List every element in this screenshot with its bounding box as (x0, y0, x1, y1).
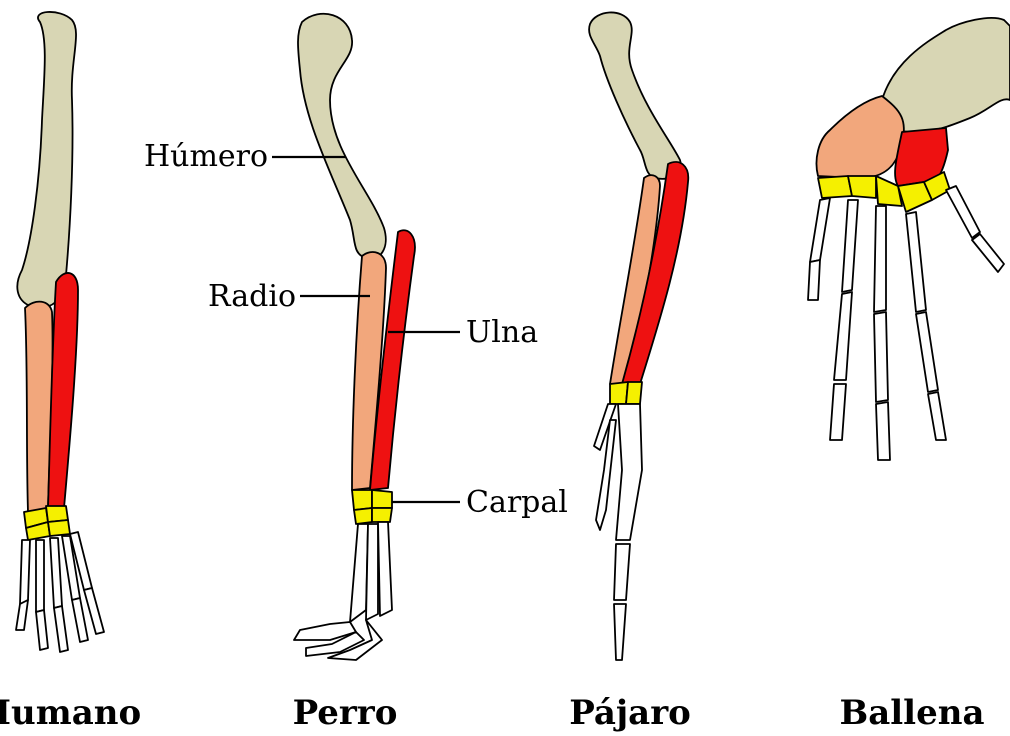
dog-phalanges (294, 522, 392, 660)
bird-humerus (589, 12, 681, 178)
label-ulna-group: Ulna (388, 315, 538, 350)
human-phalanges (16, 532, 104, 652)
whale-phalanges (808, 186, 1004, 460)
label-radius-group: Radio (208, 279, 370, 314)
dog-carpals (352, 490, 392, 524)
label-humerus: Húmero (144, 139, 268, 174)
human-humerus (17, 12, 76, 308)
label-ulna: Ulna (466, 315, 538, 350)
whale-radius (817, 96, 904, 178)
bird-limb (589, 12, 688, 660)
label-carpal: Carpal (466, 485, 568, 520)
bird-phalanges (594, 404, 642, 660)
human-ulna (48, 273, 78, 508)
label-humerus-group: Húmero (144, 139, 346, 174)
caption-dog: Perro (293, 693, 398, 733)
dog-humerus (298, 14, 386, 259)
caption-human: Humano (0, 693, 141, 733)
label-carpal-group: Carpal (392, 485, 568, 520)
human-limb (16, 12, 104, 652)
caption-whale: Ballena (840, 693, 985, 733)
caption-bird: Pájaro (569, 693, 691, 733)
label-radius: Radio (208, 279, 296, 314)
dog-limb (294, 14, 415, 660)
bird-carpals (610, 382, 642, 404)
human-carpals (24, 506, 70, 540)
whale-limb (808, 18, 1010, 460)
